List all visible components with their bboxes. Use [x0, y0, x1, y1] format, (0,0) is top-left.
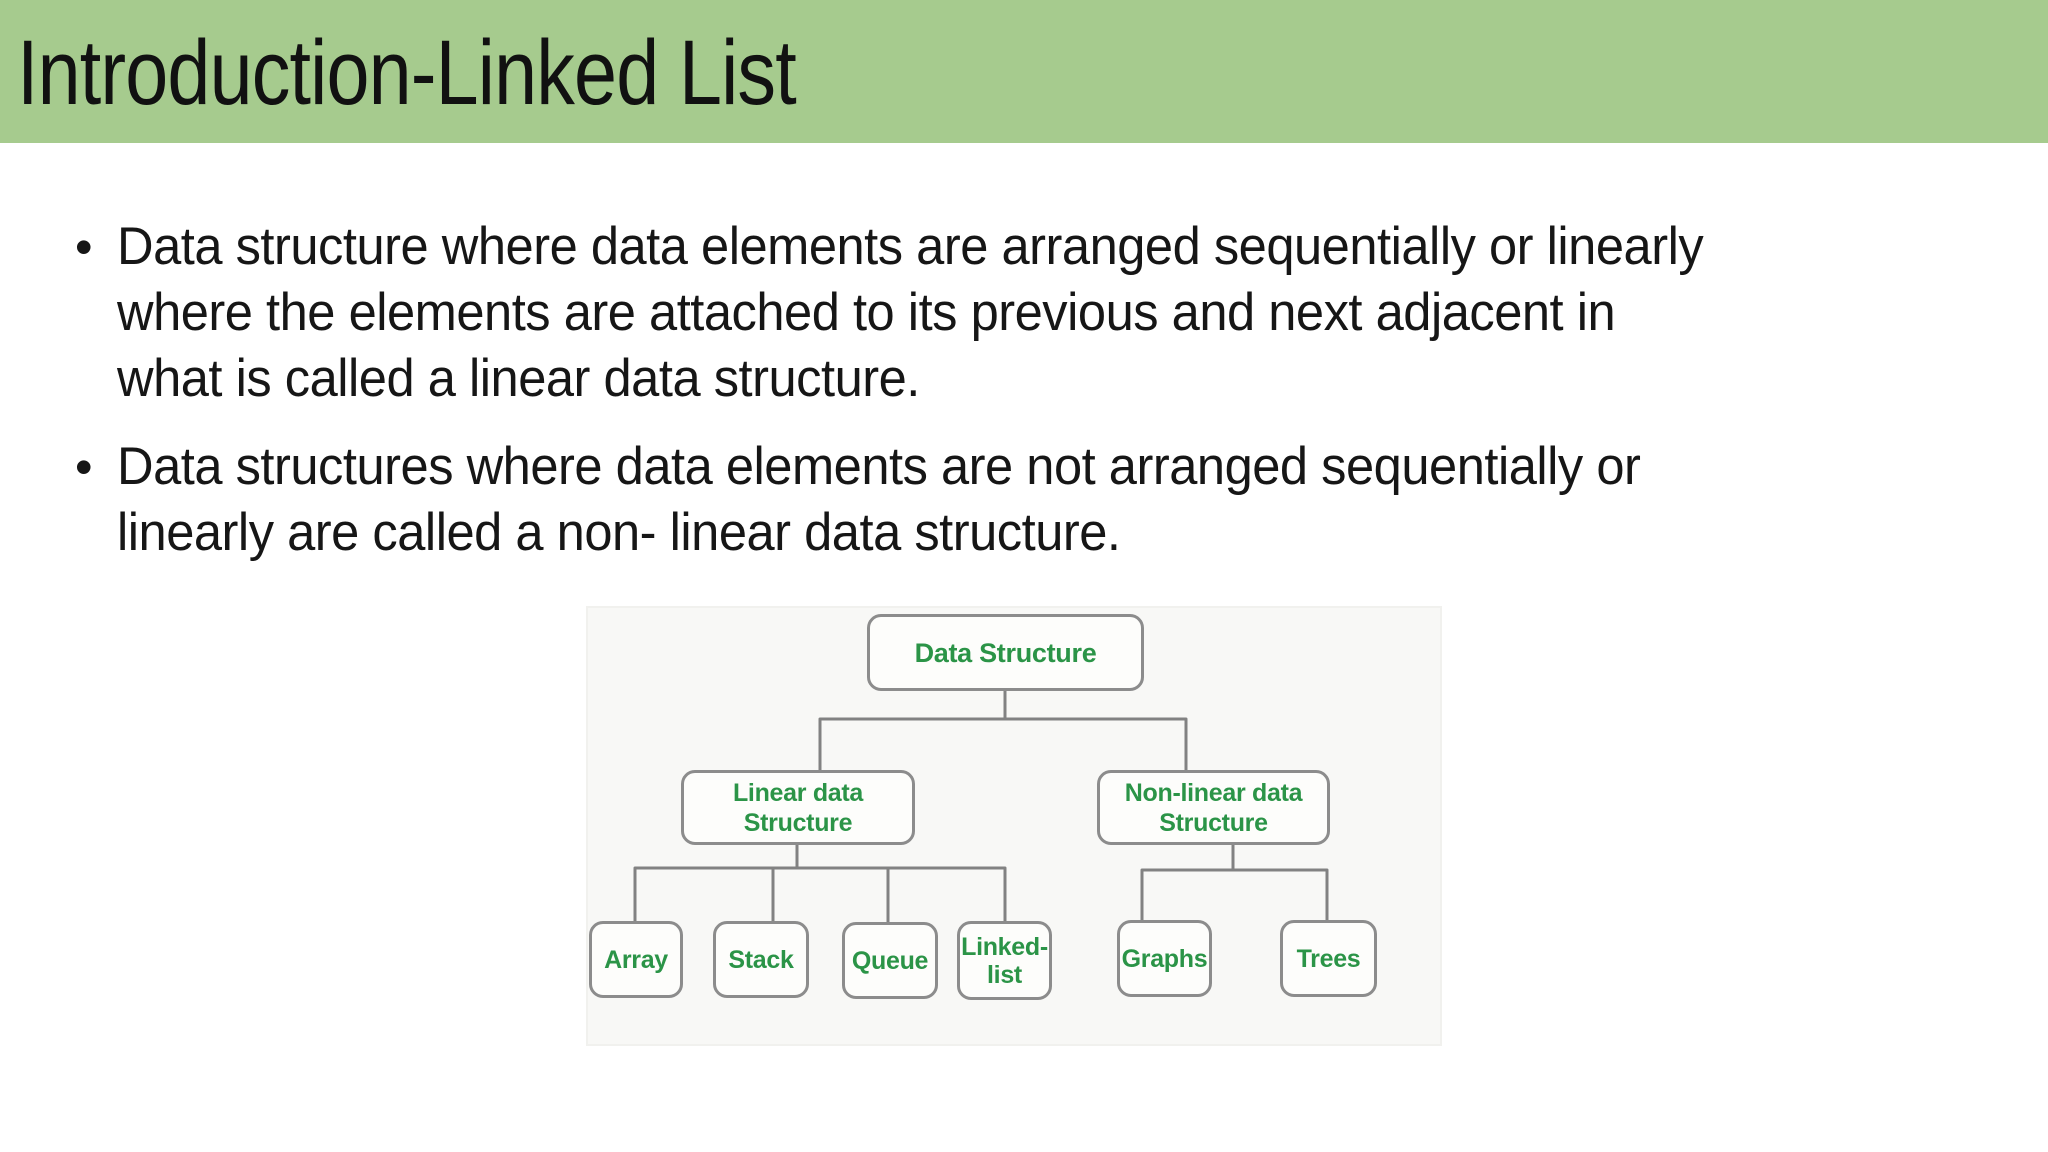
bullet-text: Data structures where data elements are …: [117, 434, 1961, 566]
connector-linear-to-children: [633, 866, 1007, 922]
bullet-line: where the elements are attached to its p…: [117, 283, 1616, 342]
node-label: Linear data: [732, 778, 864, 807]
slide-title: Introduction-Linked List: [17, 22, 797, 124]
node-trees: Trees: [1280, 920, 1377, 997]
bullet-line: Data structure where data elements are a…: [117, 217, 1704, 276]
node-label: Structure: [1159, 808, 1268, 837]
node-label: Graphs: [1121, 944, 1208, 973]
node-nonlinear-data-structure: Non-linear data Structure: [1097, 770, 1330, 845]
node-label: Linked-: [961, 932, 1048, 961]
bullet-marker: •: [75, 439, 93, 495]
bullet-list: • Data structure where data elements are…: [75, 214, 2048, 566]
node-label: Structure: [743, 808, 853, 837]
node-label: Non-linear data: [1124, 778, 1303, 807]
node-label: Array: [604, 945, 668, 974]
node-label: Queue: [851, 946, 929, 975]
node-linked-list: Linked- list: [957, 921, 1052, 1000]
node-array: Array: [589, 921, 683, 998]
connector-root-to-level2: [818, 717, 1188, 770]
header-bar: [0, 0, 2048, 143]
node-stack: Stack: [713, 921, 809, 998]
node-linear-data-structure: Linear data Structure: [681, 770, 915, 845]
bullet-item: • Data structures where data elements ar…: [75, 434, 2048, 566]
bullet-text: Data structure where data elements are a…: [117, 214, 1961, 412]
node-label: Trees: [1296, 944, 1361, 973]
tree-connector-lines: [633, 691, 1329, 922]
node-label: Stack: [728, 945, 794, 974]
data-structure-diagram: Data Structure Linear data Structure Non…: [588, 608, 1440, 1044]
bullet-line: what is called a linear data structure.: [117, 349, 920, 408]
node-data-structure: Data Structure: [867, 614, 1144, 691]
bullet-item: • Data structure where data elements are…: [75, 214, 2048, 412]
bullet-line: linearly are called a non- linear data s…: [117, 503, 1121, 562]
node-label: list: [987, 960, 1022, 989]
connector-nonlinear-to-children: [1140, 868, 1329, 920]
bullet-marker: •: [75, 219, 93, 275]
bullet-line: Data structures where data elements are …: [117, 437, 1641, 496]
node-queue: Queue: [842, 922, 938, 999]
node-graphs: Graphs: [1117, 920, 1212, 997]
node-label: Data Structure: [914, 637, 1097, 668]
